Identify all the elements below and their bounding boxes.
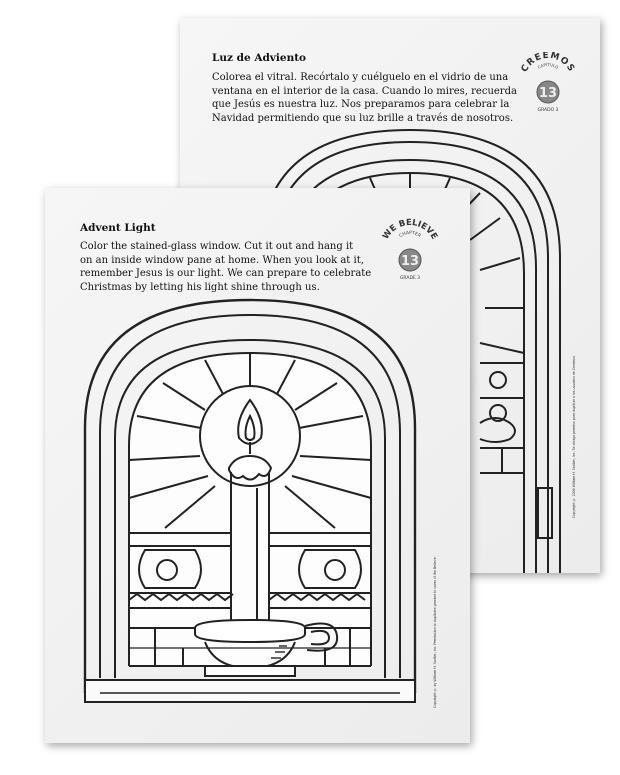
spanish-line-4: Navidad permitiendo que su luz brille a … [212, 112, 514, 124]
english-instructions: Color the stained-glass window. Cut it o… [80, 240, 371, 294]
english-copyright: Copyright © by William H. Sadlier, Inc. … [433, 556, 437, 708]
creemos-badge-number: 13 [539, 86, 557, 101]
english-line-2: on an inside window pane at home. When y… [80, 254, 364, 266]
we-believe-badge-number: 13 [401, 254, 419, 269]
creemos-badge: CREEMOS CAPÍTULO 13 GRADO 3 [520, 52, 576, 113]
svg-text:CHAPTER: CHAPTER [398, 230, 422, 239]
we-believe-badge: WE BELIEVE CHAPTER 13 GRADE 3 [381, 218, 439, 281]
we-believe-badge-sub: CHAPTER [398, 230, 422, 239]
spanish-title: Luz de Adviento [212, 52, 307, 64]
svg-text:CAPÍTULO: CAPÍTULO [537, 62, 560, 70]
english-line-3: remember Jesus is our light. We can prep… [80, 268, 372, 280]
english-line-4: Christmas by letting his light shine thr… [80, 281, 320, 293]
spanish-copyright: Copyright © 2008 William H. Sadlier, Inc… [572, 354, 576, 518]
spanish-instructions: Colorea el vitral. Recórtalo y cuélguelo… [212, 71, 517, 125]
creemos-badge-sub: CAPÍTULO [537, 62, 560, 70]
we-believe-badge-grade: GRADE 3 [400, 275, 420, 281]
creemos-badge-grade: GRADO 3 [538, 107, 559, 113]
advent-window-drawing [83, 298, 417, 703]
english-worksheet: Advent Light Color the stained-glass win… [45, 188, 470, 743]
english-line-1: Color the stained-glass window. Cut it o… [80, 241, 354, 252]
spanish-line-1: Colorea el vitral. Recórtalo y cuélguelo… [212, 72, 509, 83]
spanish-line-3: que Jesús es nuestra luz. Nos preparamos… [212, 99, 510, 111]
english-title: Advent Light [80, 222, 156, 234]
spanish-line-2: ventana en el interior de la casa. Cuand… [212, 85, 517, 97]
